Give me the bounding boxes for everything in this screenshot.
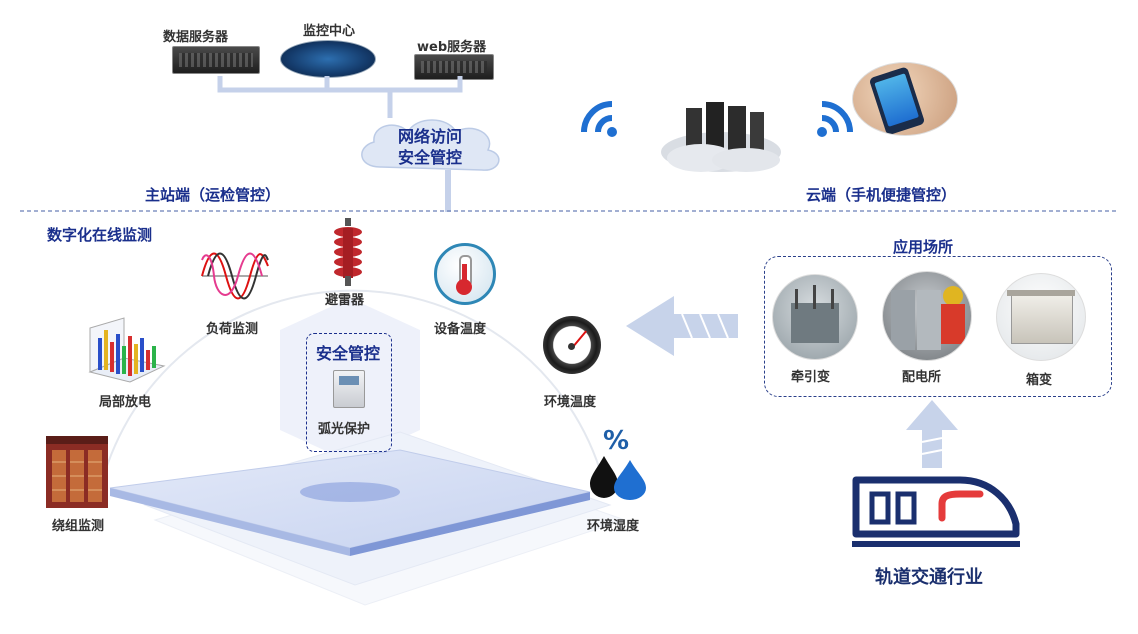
distribution-label: 配电所	[902, 370, 942, 385]
distribution-room-photo	[882, 271, 972, 361]
network-cloud-line1: 网络访问	[397, 127, 462, 146]
web-server-icon	[414, 54, 494, 80]
env-temp-gauge-icon	[543, 316, 601, 374]
data-server-label: 数据服务器	[163, 30, 229, 45]
cloud-server-icon	[661, 102, 781, 172]
network-cloud-text: 网络访问 安全管控	[352, 126, 508, 168]
application-venues-box	[764, 256, 1112, 397]
humidity-percent-symbol: %	[603, 426, 630, 456]
arrow-left-icon	[626, 296, 738, 356]
env-temp-label: 环境温度	[544, 395, 597, 410]
network-cloud-icon	[361, 119, 500, 171]
traction-label: 牵引变	[791, 370, 831, 385]
application-title: 应用场所	[893, 238, 954, 256]
load-monitoring-label: 负荷监测	[206, 322, 259, 337]
web-server-label: web服务器	[417, 40, 487, 55]
wifi-left-icon	[581, 101, 617, 137]
security-control-box	[306, 333, 392, 452]
security-control-title: 安全管控	[315, 344, 380, 363]
load-waveform-icon	[201, 252, 269, 300]
arrester-label: 避雷器	[325, 293, 365, 308]
industry-label: 轨道交通行业	[875, 567, 983, 588]
box-transformer-label: 箱变	[1026, 373, 1053, 388]
env-humidity-label: 环境湿度	[587, 519, 640, 534]
partial-discharge-label: 局部放电	[99, 395, 152, 410]
device-temp-label: 设备温度	[434, 322, 487, 337]
wifi-right-icon	[817, 101, 853, 137]
winding-transformer-icon	[46, 436, 108, 508]
device-temp-icon	[434, 243, 496, 305]
master-station-title: 主站端（运检管控）	[145, 186, 281, 204]
traction-substation-photo	[772, 274, 858, 360]
arc-protection-label: 弧光保护	[318, 422, 371, 437]
winding-monitoring-label: 绕组监测	[52, 519, 105, 534]
cloud-side-title: 云端（手机便捷管控）	[806, 186, 957, 204]
arc-protection-device-icon	[333, 370, 365, 408]
network-cloud-line2: 安全管控	[397, 148, 462, 167]
partial-discharge-chart-icon	[88, 317, 166, 383]
monitor-center-icon	[280, 40, 376, 78]
arrester-icon	[334, 218, 362, 286]
phone-hand-icon	[852, 62, 958, 136]
box-transformer-photo	[996, 273, 1086, 361]
humidity-drops-icon	[590, 456, 646, 500]
train-icon	[852, 476, 1020, 547]
monitor-center-label: 监控中心	[303, 24, 356, 39]
digital-monitor-title: 数字化在线监测	[47, 226, 153, 244]
data-server-icon	[172, 46, 260, 74]
arrow-up-icon	[906, 400, 958, 468]
